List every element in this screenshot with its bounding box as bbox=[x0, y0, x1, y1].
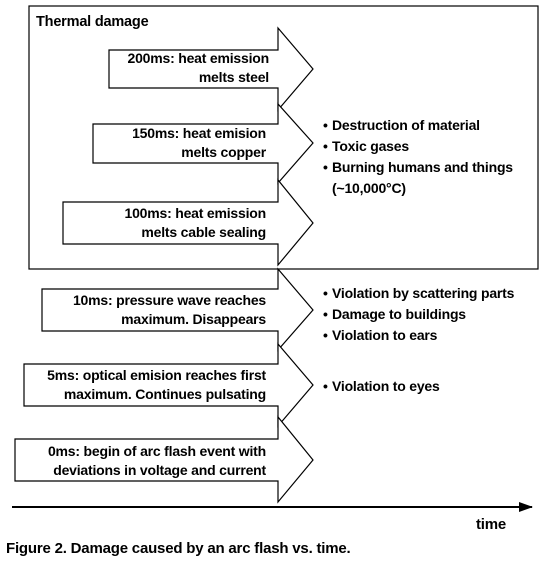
event-150ms-label: 150ms: heat emision melts copper bbox=[132, 124, 266, 162]
effect-item: Damage to buildings bbox=[323, 304, 514, 325]
event-200ms-line2: melts steel bbox=[198, 69, 269, 85]
thermal-effects-list: Destruction of material Toxic gases Burn… bbox=[323, 115, 513, 178]
effect-item: Toxic gases bbox=[323, 136, 513, 157]
event-arrow-200ms bbox=[108, 26, 314, 112]
event-10ms-label: 10ms: pressure wave reaches maximum. Dis… bbox=[73, 291, 266, 329]
event-150ms-line2: melts copper bbox=[181, 144, 266, 160]
event-200ms-label: 200ms: heat emission melts steel bbox=[127, 49, 269, 87]
effect-item: Burning humans and things bbox=[323, 157, 513, 178]
event-200ms-line1: 200ms: heat emission bbox=[127, 50, 269, 66]
event-0ms-line2: deviations in voltage and current bbox=[53, 462, 266, 478]
event-10ms-line2: maximum. Disappears bbox=[121, 311, 266, 327]
event-arrow-100ms bbox=[62, 178, 314, 267]
thermal-damage-box bbox=[28, 5, 539, 270]
event-10ms-line1: 10ms: pressure wave reaches bbox=[72, 292, 266, 308]
time-axis-label: time bbox=[476, 516, 507, 533]
effect-item: Violation to ears bbox=[323, 325, 514, 346]
event-arrow-5ms bbox=[23, 342, 314, 428]
event-100ms-line2: melts cable sealing bbox=[141, 224, 266, 240]
event-5ms-label: 5ms: optical emision reaches first maxim… bbox=[47, 366, 266, 404]
thermal-damage-title: Thermal damage bbox=[36, 14, 149, 30]
event-0ms-line1: 0ms: begin of arc flash event with bbox=[47, 443, 266, 459]
effect-item: Violation by scattering parts bbox=[323, 283, 514, 304]
event-100ms-label: 100ms: heat emission melts cable sealing bbox=[124, 204, 266, 242]
optical-effects-list: Violation to eyes bbox=[323, 376, 440, 397]
event-5ms-line1: 5ms: optical emision reaches first bbox=[47, 367, 266, 383]
effect-item: Violation to eyes bbox=[323, 376, 440, 397]
event-arrow-10ms bbox=[41, 267, 314, 352]
temperature-note: (~10,000°C) bbox=[332, 180, 406, 196]
figure-caption: Figure 2. Damage caused by an arc flash … bbox=[6, 540, 351, 557]
event-100ms-line1: 100ms: heat emission bbox=[124, 205, 266, 221]
event-arrow-0ms bbox=[14, 415, 314, 504]
event-arrow-150ms bbox=[92, 102, 314, 185]
event-150ms-line1: 150ms: heat emision bbox=[132, 125, 266, 141]
event-5ms-line2: maximum. Continues pulsating bbox=[63, 386, 266, 402]
event-0ms-label: 0ms: begin of arc flash event with devia… bbox=[48, 442, 266, 480]
effect-item: Destruction of material bbox=[323, 115, 513, 136]
pressure-effects-list: Violation by scattering parts Damage to … bbox=[323, 283, 514, 346]
